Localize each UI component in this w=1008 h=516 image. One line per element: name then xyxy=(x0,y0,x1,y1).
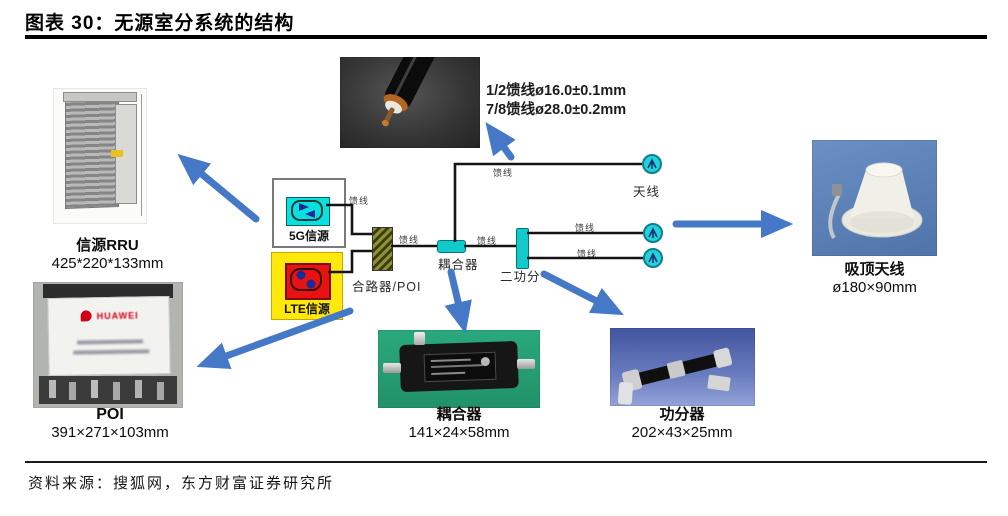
splitter-schematic-box xyxy=(516,228,529,269)
ceiling-antenna-caption: 吸顶天线 ø180×90mm xyxy=(812,261,937,297)
feeder-label-4: 馈线 xyxy=(477,236,498,246)
rru-top-cap xyxy=(63,92,137,102)
antenna-node-icon xyxy=(643,223,663,243)
antenna-connector xyxy=(832,184,842,196)
coupler-plate-dial xyxy=(480,356,490,367)
antenna-base-shade xyxy=(850,211,914,233)
splitter-photo-caption: 功分器 202×43×25mm xyxy=(612,406,752,442)
coupler-plate-marks xyxy=(431,371,466,375)
splitter-spare-connector xyxy=(707,374,731,392)
combiner-box xyxy=(372,227,393,271)
feeder-label-5: 馈线 xyxy=(575,223,596,233)
coupler-schematic-label: 耦合器 xyxy=(438,258,479,272)
source-5g-label: 5G信源 xyxy=(288,229,329,243)
rru-name: 信源RRU xyxy=(76,237,139,254)
rru-warning-tag xyxy=(111,150,123,157)
source-5g-box: 5G信源 xyxy=(272,178,346,248)
ceiling-antenna-photo xyxy=(812,140,937,256)
source-lte-box: LTE信源 xyxy=(271,252,343,320)
antenna-label: 天线 xyxy=(633,185,661,199)
splitter-photo-name: 功分器 xyxy=(659,406,705,423)
arrow-to-splitter-photo xyxy=(540,270,624,316)
circulator-5g-icon xyxy=(286,197,330,226)
antenna-cone xyxy=(850,170,914,218)
antenna-node-icons xyxy=(642,154,663,268)
cable-center-pin xyxy=(383,107,395,124)
ceiling-antenna-name: 吸顶天线 xyxy=(844,261,905,278)
cable-highlight xyxy=(393,57,424,98)
ceiling-antenna-dims: ø180×90mm xyxy=(832,279,917,296)
feeder-label-1: 馈线 xyxy=(349,196,370,206)
source-note: 资料来源：搜狐网，东方财富证券研究所 xyxy=(28,476,335,492)
combiner-label: 合路器/POI xyxy=(352,280,422,294)
antenna-top-cap xyxy=(865,162,903,178)
cable-pin-tip xyxy=(381,120,389,127)
arrow-to-coupler-photo xyxy=(444,268,472,334)
coupler-connector-top xyxy=(414,332,425,345)
coupler-plate-marks xyxy=(430,358,471,362)
coupler-connector-right xyxy=(517,359,535,369)
splitter-schematic-label: 二功分 xyxy=(500,270,541,284)
coupler-label-plate xyxy=(423,351,497,383)
arrow-to-cable-photo xyxy=(485,121,516,161)
poi-top-band xyxy=(43,284,173,298)
cable-art xyxy=(381,57,438,127)
coupler-plate-marks xyxy=(430,364,484,368)
coupler-connector-left xyxy=(383,363,401,373)
antenna-node-icon xyxy=(643,248,663,268)
brand-logo-icon xyxy=(80,310,92,322)
cable-specs: 1/2馈线ø16.0±0.1mm 7/8馈线ø28.0±0.2mm xyxy=(486,82,626,120)
cable-photo xyxy=(340,57,480,148)
rru-dims: 425*220*133mm xyxy=(51,255,164,272)
coupler-photo-dims: 141×24×58mm xyxy=(408,424,510,441)
antenna-node-icon xyxy=(642,154,662,174)
poi-caption: POI 391×271×103mm xyxy=(35,406,185,442)
poi-brand-text: HUAWEI xyxy=(96,310,139,322)
poi-front-face: HUAWEI xyxy=(47,295,171,377)
poi-dims: 391×271×103mm xyxy=(51,424,169,441)
coupler-schematic-box xyxy=(437,240,466,253)
splitter-photo xyxy=(610,328,755,406)
poi-connector xyxy=(113,382,120,400)
splitter-right-connector xyxy=(713,347,733,368)
feeder-label-6: 馈线 xyxy=(577,249,598,259)
poi-photo: HUAWEI xyxy=(33,282,183,408)
figure-title: 图表 30：无源室分系统的结构 xyxy=(25,13,295,34)
poi-connector xyxy=(69,382,76,400)
poi-spec-text-blur2 xyxy=(73,349,150,355)
ceiling-antenna-art xyxy=(828,162,923,239)
footer-divider xyxy=(25,461,987,463)
circulator-lte-icon xyxy=(285,263,331,300)
coupler-photo-caption: 耦合器 141×24×58mm xyxy=(389,406,529,442)
antenna-cable xyxy=(828,191,842,239)
splitter-mid-band xyxy=(666,360,686,379)
splitter-art xyxy=(617,347,733,405)
poi-connector xyxy=(157,382,164,400)
title-underline xyxy=(25,35,987,39)
poi-connector xyxy=(49,380,56,398)
poi-spec-text-blur xyxy=(77,339,144,345)
source-lte-label: LTE信源 xyxy=(284,302,330,316)
feeder-label-2: 馈线 xyxy=(399,235,420,245)
splitter-left-elbow xyxy=(617,382,634,405)
rru-caption: 信源RRU 425*220*133mm xyxy=(35,237,180,273)
splitter-photo-dims: 202×43×25mm xyxy=(631,424,733,441)
feeder-label-3: 馈线 xyxy=(493,168,514,178)
coupler-photo xyxy=(378,330,540,408)
cable-spec-seven-eighth: 7/8馈线ø28.0±0.2mm xyxy=(486,102,627,118)
rru-photo-frame-line xyxy=(141,94,142,216)
cable-spec-half-inch: 1/2馈线ø16.0±0.1mm xyxy=(486,83,627,99)
poi-connector xyxy=(135,380,142,398)
arrow-to-rru-photo xyxy=(177,153,260,223)
coupler-body xyxy=(399,340,519,393)
poi-connector-band xyxy=(39,376,177,404)
rru-photo xyxy=(53,88,147,224)
poi-name: POI xyxy=(96,406,124,423)
coupler-photo-name: 耦合器 xyxy=(436,406,482,423)
poi-connector xyxy=(91,380,98,398)
